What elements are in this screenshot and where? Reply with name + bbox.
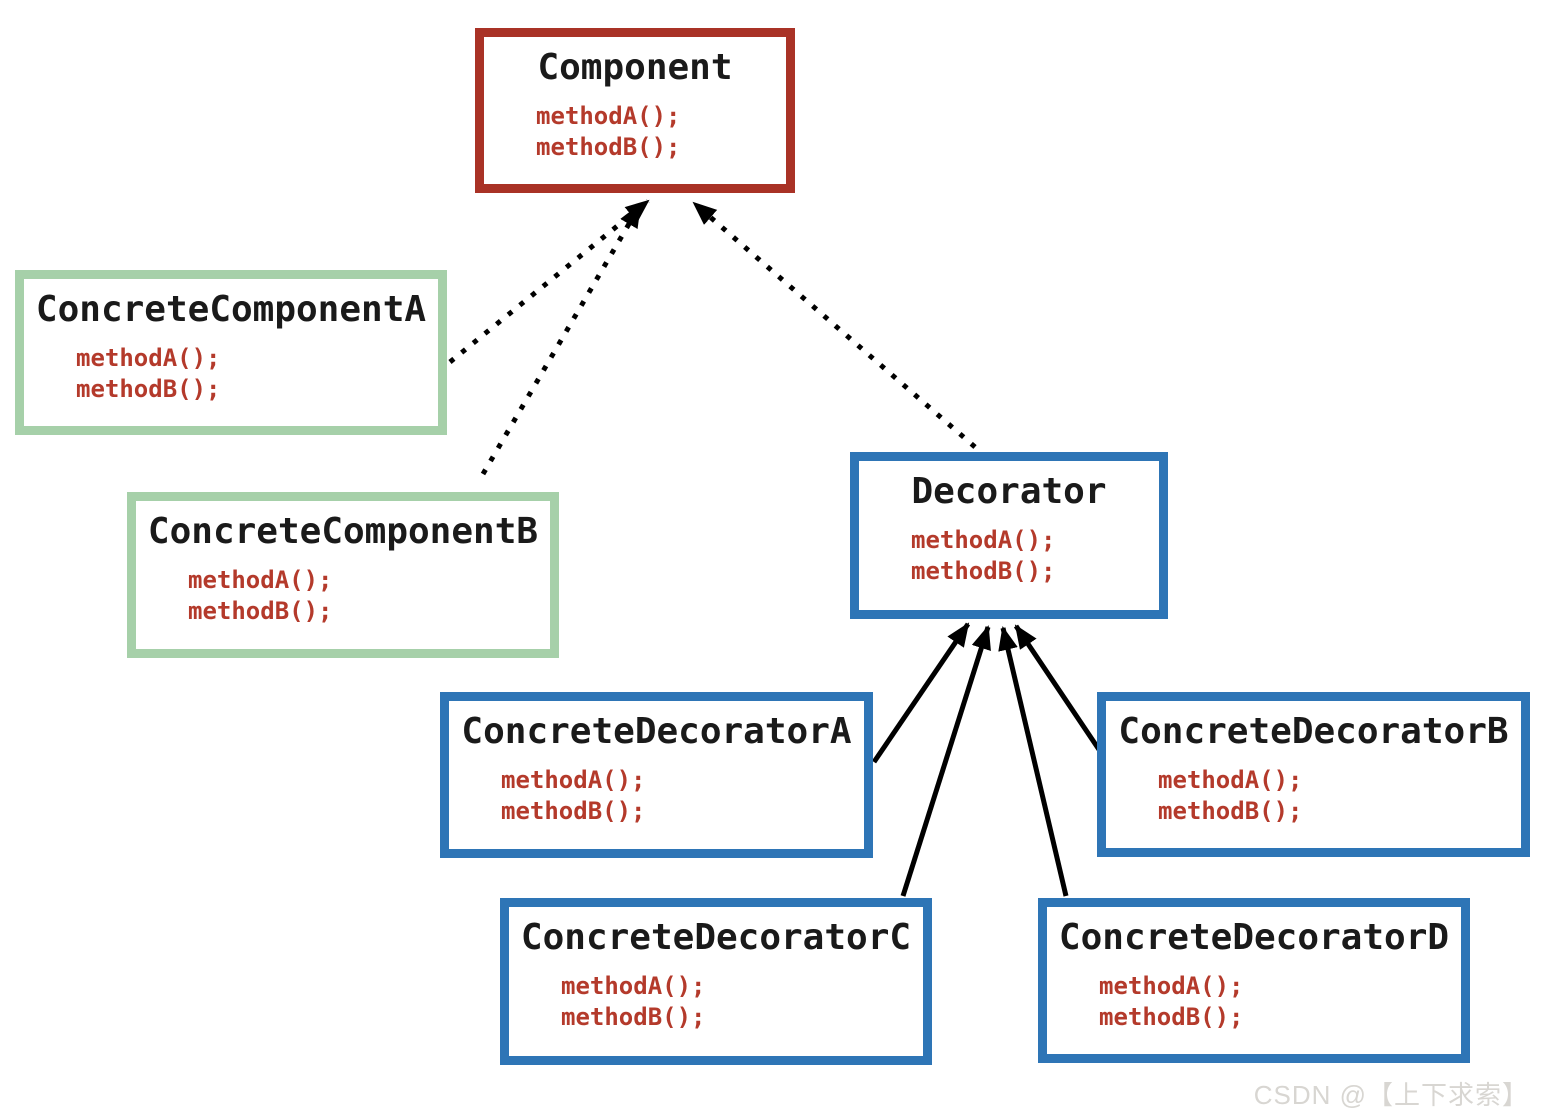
method-line: methodA(); <box>561 972 706 1000</box>
class-box-concrete-decorator-b: ConcreteDecoratorB methodA(); methodB(); <box>1097 692 1530 857</box>
method-line: methodA(); <box>536 102 681 130</box>
watermark: CSDN @【上下求索】 <box>1253 1080 1529 1110</box>
method-line: methodA(); <box>1099 972 1244 1000</box>
class-title: ConcreteDecoratorB <box>1118 711 1509 752</box>
solid-arrow-concretedecoratorb-to-decorator <box>1013 624 1107 759</box>
method-line: methodB(); <box>188 597 333 625</box>
class-methods: methodA(); methodB(); <box>501 765 864 827</box>
class-title: Component <box>537 47 733 88</box>
class-title: Decorator <box>911 471 1107 512</box>
solid-arrow-concretedecoratorc-to-decorator <box>900 625 991 897</box>
method-line: methodB(); <box>561 1003 706 1031</box>
class-box-decorator: Decorator methodA(); methodB(); <box>850 452 1168 619</box>
class-title: ConcreteComponentA <box>35 289 427 330</box>
class-methods: methodA(); methodB(); <box>911 525 1159 587</box>
solid-arrow-concretedecoratord-to-decorator <box>998 626 1069 897</box>
class-box-concrete-component-a: ConcreteComponentA methodA(); methodB(); <box>15 270 447 435</box>
class-methods: methodA(); methodB(); <box>76 343 438 405</box>
class-title: ConcreteComponentB <box>147 511 539 552</box>
method-line: methodB(); <box>1099 1003 1244 1031</box>
class-title: ConcreteDecoratorC <box>520 917 912 958</box>
method-line: methodB(); <box>1158 797 1303 825</box>
class-title: ConcreteDecoratorD <box>1058 917 1450 958</box>
dotted-arrow-decorator-to-component <box>692 201 977 449</box>
class-box-concrete-decorator-a: ConcreteDecoratorA methodA(); methodB(); <box>440 692 873 858</box>
method-line: methodA(); <box>911 526 1056 554</box>
class-methods: methodA(); methodB(); <box>536 101 786 163</box>
method-line: methodA(); <box>76 344 221 372</box>
class-box-concrete-component-b: ConcreteComponentB methodA(); methodB(); <box>127 492 559 658</box>
solid-arrow-concretedecoratora-to-decorator <box>871 622 971 764</box>
class-box-concrete-decorator-c: ConcreteDecoratorC methodA(); methodB(); <box>500 898 932 1065</box>
class-methods: methodA(); methodB(); <box>561 971 923 1033</box>
class-methods: methodA(); methodB(); <box>1158 765 1521 827</box>
class-title: ConcreteDecoratorA <box>461 711 852 752</box>
method-line: methodA(); <box>501 766 646 794</box>
class-box-component: Component methodA(); methodB(); <box>475 28 795 193</box>
dotted-arrow-concretecomponentb-to-component <box>480 203 643 476</box>
dotted-arrow-concretecomponenta-to-component <box>448 199 650 364</box>
method-line: methodB(); <box>501 797 646 825</box>
method-line: methodB(); <box>911 557 1056 585</box>
method-line: methodA(); <box>188 566 333 594</box>
class-methods: methodA(); methodB(); <box>188 565 550 627</box>
method-line: methodB(); <box>76 375 221 403</box>
class-box-concrete-decorator-d: ConcreteDecoratorD methodA(); methodB(); <box>1038 898 1470 1063</box>
method-line: methodA(); <box>1158 766 1303 794</box>
method-line: methodB(); <box>536 133 681 161</box>
class-methods: methodA(); methodB(); <box>1099 971 1461 1033</box>
